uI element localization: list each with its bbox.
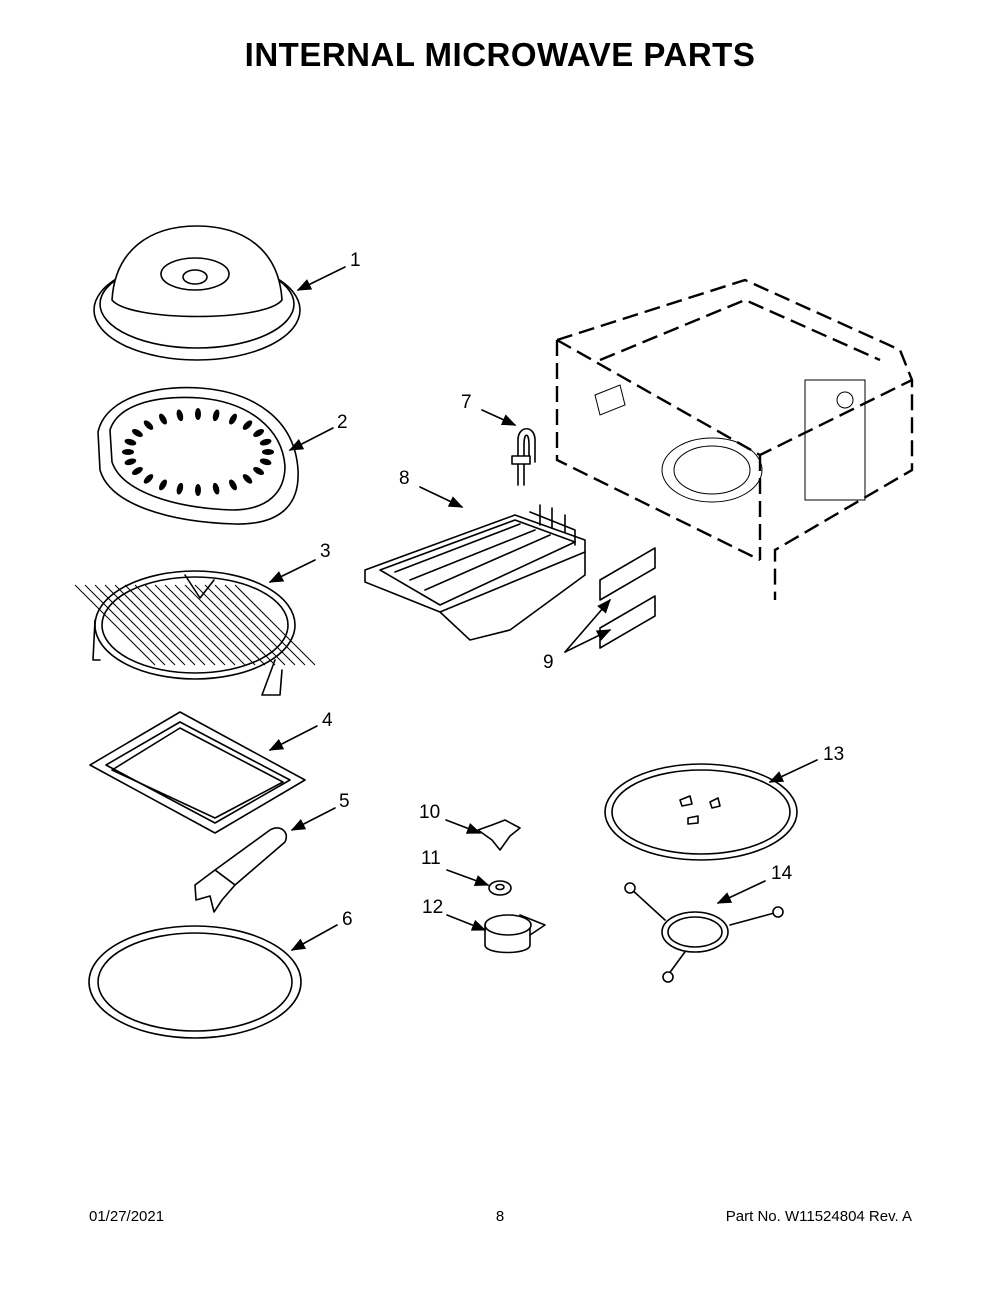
pan-slot [159, 479, 167, 491]
part-12-motor [484, 914, 546, 954]
part-14-roller-ring [624, 882, 784, 983]
pan-slot [159, 413, 167, 425]
footer-page-number: 8 [495, 1208, 505, 1225]
pan-slot [124, 438, 137, 446]
pan-slot [143, 420, 154, 430]
rack-bar [104, 584, 186, 666]
callout-13: 13 [823, 744, 844, 765]
rack-bar [184, 584, 266, 666]
part-5-handle [194, 827, 288, 913]
part-11-washer [488, 880, 512, 896]
pan-slot [131, 467, 143, 475]
page-title: INTERNAL MICROWAVE PARTS [244, 36, 756, 73]
pan-slot [229, 413, 237, 425]
pan-slot [212, 409, 220, 422]
callout-5: 5 [339, 791, 350, 812]
part-7-sensor [511, 427, 536, 486]
callout-12: 12 [422, 897, 443, 918]
callout-3: 3 [320, 541, 331, 562]
part-13-glass-tray [604, 763, 798, 861]
callout-8: 8 [399, 468, 410, 489]
rack-bars [74, 584, 316, 666]
part-10-coupler [477, 819, 521, 851]
pan-slot [253, 467, 265, 475]
callout-6: 6 [342, 909, 353, 930]
pan-slot [176, 482, 184, 495]
pan-slot [212, 482, 220, 495]
pan-slot [122, 449, 134, 455]
callout-9: 9 [543, 652, 554, 673]
footer-date: 01/27/2021 [89, 1208, 165, 1225]
part-3-grill-rack [74, 570, 316, 696]
rack-bar [174, 584, 256, 666]
pan-slot [176, 409, 184, 422]
callout-2: 2 [337, 412, 348, 433]
callout-14: 14 [771, 863, 793, 884]
callout-1: 1 [350, 250, 361, 271]
callout-4: 4 [322, 710, 333, 731]
pan-slot [195, 484, 201, 496]
rack-bar [74, 584, 156, 666]
rack-bar [234, 584, 316, 666]
part-9-plates [599, 547, 656, 649]
rack-bar [134, 584, 216, 666]
rack-bar [94, 584, 176, 666]
callout-7: 7 [461, 392, 472, 413]
rack-bar [154, 584, 236, 666]
callout-labels: 1 2 3 4 5 6 7 8 9 10 11 12 13 14 [320, 250, 844, 930]
rack-bar [144, 584, 226, 666]
pan-slot [253, 429, 265, 437]
rack-bar [164, 584, 246, 666]
pan-slot [242, 420, 253, 430]
callout-11: 11 [421, 848, 441, 869]
pan-slot [262, 449, 274, 455]
rack-bar [224, 584, 306, 666]
rack-bar [84, 584, 166, 666]
pan-slots [122, 408, 274, 496]
rack-bar [124, 584, 206, 666]
leader-lines [268, 266, 818, 951]
rack-bar [194, 584, 276, 666]
pan-slot [195, 408, 201, 420]
part-2-crisper-pan [97, 386, 299, 525]
pan-slot [143, 474, 154, 484]
pan-slot [259, 438, 272, 446]
part-8-heating-element [364, 504, 586, 641]
callout-10: 10 [419, 802, 440, 823]
pan-slot [229, 479, 237, 491]
pan-slot [259, 458, 272, 466]
part-4-baking-tray [89, 711, 306, 834]
rack-bar [204, 584, 286, 666]
pan-slot [124, 458, 137, 466]
rack-bar [214, 584, 296, 666]
microwave-cavity [555, 278, 914, 600]
part-1-dome-cover [93, 225, 301, 361]
rack-bar [114, 584, 196, 666]
part-6-ring [88, 925, 302, 1039]
footer-part-number: Part No. W11524804 Rev. A [725, 1208, 912, 1225]
pan-slot [131, 429, 143, 437]
pan-slot [242, 474, 253, 484]
